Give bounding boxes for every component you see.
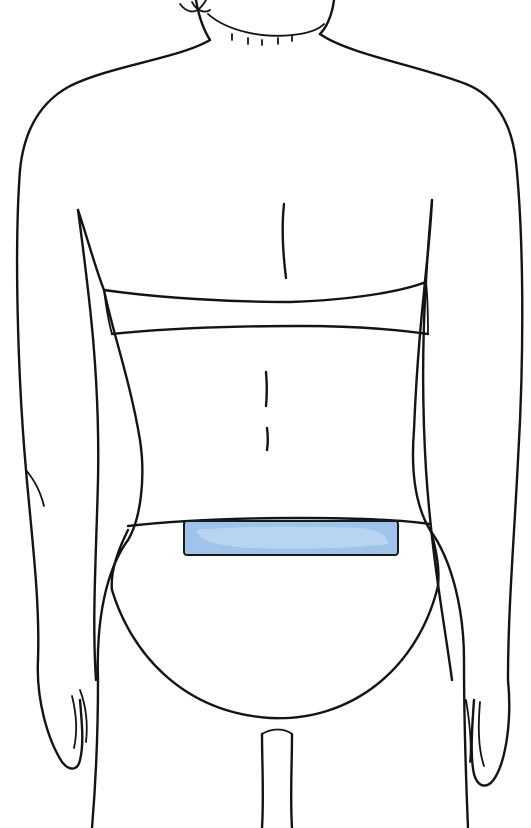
neck-right-line xyxy=(320,0,334,34)
bra-band-right-end xyxy=(426,282,428,334)
bra-band-bottom xyxy=(112,326,428,334)
right-shoulder-outline xyxy=(320,34,516,162)
spine-upper-line xyxy=(283,204,286,278)
torso-left-side xyxy=(78,210,142,540)
spine-lower-dash-1 xyxy=(266,372,267,406)
spine-lower-dash-2 xyxy=(267,428,268,450)
left-hip-outline xyxy=(92,540,128,828)
neck-hairline xyxy=(208,14,324,36)
right-arm-inner xyxy=(423,200,452,680)
briefs-lower-curve xyxy=(112,586,438,718)
left-arm-outer xyxy=(17,170,38,660)
bra-band-top xyxy=(104,282,426,302)
bra-band-left-end xyxy=(104,290,112,334)
briefs-left-edge xyxy=(112,530,128,590)
right-arm-outer xyxy=(508,162,522,680)
gluteal-cleft-top xyxy=(262,730,292,735)
right-hand-fingers xyxy=(466,700,484,766)
left-hand-fingers xyxy=(72,690,87,748)
left-shoulder-outline xyxy=(20,40,210,170)
left-arm-inner xyxy=(78,210,98,680)
gluteal-cleft-left xyxy=(262,734,263,828)
gluteal-cleft-right xyxy=(291,734,292,828)
hair-outline xyxy=(180,0,206,11)
right-hand-outline xyxy=(472,680,510,786)
